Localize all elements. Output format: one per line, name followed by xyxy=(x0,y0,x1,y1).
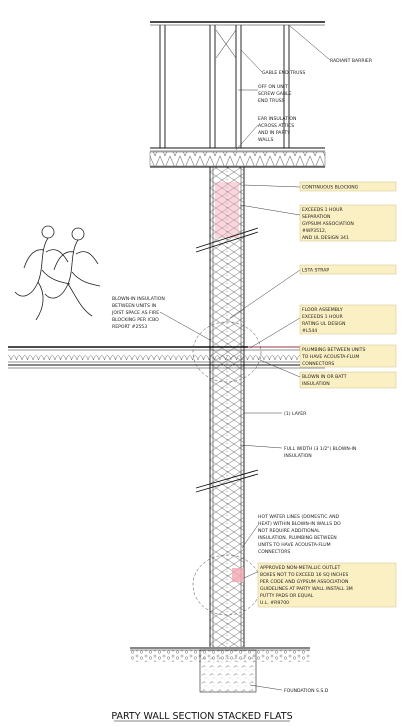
svg-text:BETWEEN UNITS IN: BETWEEN UNITS IN xyxy=(112,303,156,309)
svg-text:INSULATION: INSULATION xyxy=(302,381,330,387)
svg-text:JOIST SPACE AS FIRE: JOIST SPACE AS FIRE xyxy=(111,310,159,316)
callout-separation: EXCEEDS 1 HOUR SEPARATION GYPSUM ASSOCIA… xyxy=(299,204,397,242)
svg-text:FOUNDATION S.S.D: FOUNDATION S.S.D xyxy=(284,688,329,694)
callout-off-unit: OFF ON UNIT SCREW GABLE END TRUSS xyxy=(258,84,292,104)
svg-text:TO HAVE ACOUSTA-FLUM: TO HAVE ACOUSTA-FLUM xyxy=(301,354,359,360)
svg-text:EXCEEDS 1 HOUR: EXCEEDS 1 HOUR xyxy=(302,207,343,213)
callout-gable-end-truss: GABLE END TRUSS xyxy=(262,70,305,76)
svg-text:APPROVED NON-METALLIC OUTLET: APPROVED NON-METALLIC OUTLET xyxy=(260,565,340,571)
two-runners-logo xyxy=(14,225,101,321)
svg-text:WALLS: WALLS xyxy=(258,137,274,143)
svg-text:AND UL DESIGN 341: AND UL DESIGN 341 xyxy=(302,235,349,241)
svg-text:AND IN PARTY: AND IN PARTY xyxy=(258,130,290,136)
svg-text:#L544: #L544 xyxy=(302,328,317,334)
callout-plumbing-flum: PLUMBING BETWEEN UNITS TO HAVE ACOUSTA-F… xyxy=(299,344,397,368)
callout-hot-water-lines: HOT WATER LINES (DOMESTIC AND HEAT) WITH… xyxy=(258,514,341,555)
svg-text:GYPSUM ASSOCIATION: GYPSUM ASSOCIATION xyxy=(302,221,354,227)
svg-text:PARTY WALL SECTION STACKED FLA: PARTY WALL SECTION STACKED FLATS xyxy=(111,711,292,722)
blocking-highlight xyxy=(215,182,239,238)
svg-text:CONNECTORS: CONNECTORS xyxy=(302,361,334,367)
svg-text:SEPARATION: SEPARATION xyxy=(302,214,330,220)
floor-detail-circle xyxy=(192,321,262,383)
callout-blown-in-joist: BLOWN-IN INSULATION BETWEEN UNITS IN JOI… xyxy=(111,296,165,330)
drawing-title: PARTY WALL SECTION STACKED FLATS xyxy=(111,711,292,722)
svg-text:NOT REQUIRE ADDITIONAL: NOT REQUIRE ADDITIONAL xyxy=(258,528,320,534)
party-wall xyxy=(209,167,245,647)
callout-one-layer: (1) LAYER xyxy=(284,411,307,417)
floor-assembly xyxy=(8,346,325,369)
svg-text:PLUMBING BETWEEN UNITS: PLUMBING BETWEEN UNITS xyxy=(302,347,365,353)
roof-truss-assembly xyxy=(150,21,325,152)
svg-text:PUTTY PADS OR EQUAL: PUTTY PADS OR EQUAL xyxy=(260,593,314,599)
attic-insulation-batts xyxy=(149,151,326,167)
outlet-box-highlight xyxy=(232,568,244,582)
svg-text:CONTINUOUS BLOCKING: CONTINUOUS BLOCKING xyxy=(302,185,359,191)
callout-outlet-boxes: APPROVED NON-METALLIC OUTLET BOXES NOT T… xyxy=(257,562,397,608)
svg-text:BLOWN-IN INSULATION: BLOWN-IN INSULATION xyxy=(112,296,165,302)
callout-full-width: FULL WIDTH (3 1/2") BLOWN-IN INSULATION xyxy=(284,446,356,459)
callout-attic-insulation: EAR INSULATION ACROSS ATTICS AND IN PART… xyxy=(258,116,296,143)
svg-text:RADIANT BARRIER: RADIANT BARRIER xyxy=(330,58,373,64)
svg-text:HEAT) WITHIN BLOWN-IN WALLS DO: HEAT) WITHIN BLOWN-IN WALLS DO xyxy=(258,521,341,527)
svg-text:BOXES NOT TO EXCEED 16 SQ INCH: BOXES NOT TO EXCEED 16 SQ INCHES xyxy=(260,572,348,578)
callout-blown-in-batt: BLOWN IN OR BATT INSULATION xyxy=(299,371,397,389)
callout-foundation: FOUNDATION S.S.D xyxy=(284,688,329,694)
svg-text:BLOWN IN OR BATT: BLOWN IN OR BATT xyxy=(302,374,347,380)
svg-text:FLOOR ASSEMBLY: FLOOR ASSEMBLY xyxy=(302,307,343,313)
svg-text:EXCEEDS 1 HOUR: EXCEEDS 1 HOUR xyxy=(302,314,343,320)
svg-text:REPORT #2553: REPORT #2553 xyxy=(112,324,147,330)
svg-text:GABLE END TRUSS: GABLE END TRUSS xyxy=(262,70,305,76)
svg-text:RATING UL DESIGN: RATING UL DESIGN xyxy=(302,321,346,327)
svg-text:ACROSS ATTICS: ACROSS ATTICS xyxy=(258,123,294,129)
svg-text:END TRUSS: END TRUSS xyxy=(258,98,285,104)
svg-text:#WP3512,: #WP3512, xyxy=(302,228,327,234)
break-marks xyxy=(195,227,259,493)
svg-text:FULL WIDTH (3 1/2") BLOWN-IN: FULL WIDTH (3 1/2") BLOWN-IN xyxy=(284,446,356,452)
svg-text:GUIDELINES AT PARTY WALL INSTA: GUIDELINES AT PARTY WALL INSTALL 3M xyxy=(260,586,353,592)
leader-lines xyxy=(159,25,331,691)
callout-floor-assembly: FLOOR ASSEMBLY EXCEEDS 1 HOUR RATING UL … xyxy=(299,304,397,335)
svg-text:SCREW GABLE: SCREW GABLE xyxy=(258,91,292,97)
svg-text:U.L. #R9700: U.L. #R9700 xyxy=(260,600,289,606)
foundation xyxy=(130,647,310,693)
callout-continuous-blocking: CONTINUOUS BLOCKING xyxy=(299,181,397,192)
svg-text:BLOCKING PER ICBO: BLOCKING PER ICBO xyxy=(112,317,159,323)
svg-text:UNITS TO HAVE ACOUSTA-FLUM: UNITS TO HAVE ACOUSTA-FLUM xyxy=(258,542,331,548)
svg-text:CONNECTORS: CONNECTORS xyxy=(258,549,290,555)
callout-lsta-strap: LSTA STRAP xyxy=(299,264,397,275)
svg-text:INSULATION. PLUMBING BETWEEN: INSULATION. PLUMBING BETWEEN xyxy=(258,535,337,541)
svg-text:(1) LAYER: (1) LAYER xyxy=(284,411,307,417)
svg-text:LSTA STRAP: LSTA STRAP xyxy=(302,268,329,274)
svg-text:EAR INSULATION: EAR INSULATION xyxy=(258,116,296,122)
svg-text:HOT WATER LINES (DOMESTIC AND: HOT WATER LINES (DOMESTIC AND xyxy=(258,514,340,520)
svg-text:PER CODE AND GYPSUM ASSOCIATIO: PER CODE AND GYPSUM ASSOCIATION xyxy=(260,579,348,585)
callout-radiant-barrier: RADIANT BARRIER xyxy=(330,58,373,64)
svg-text:OFF ON UNIT: OFF ON UNIT xyxy=(258,84,288,90)
svg-text:INSULATION: INSULATION xyxy=(284,453,312,459)
